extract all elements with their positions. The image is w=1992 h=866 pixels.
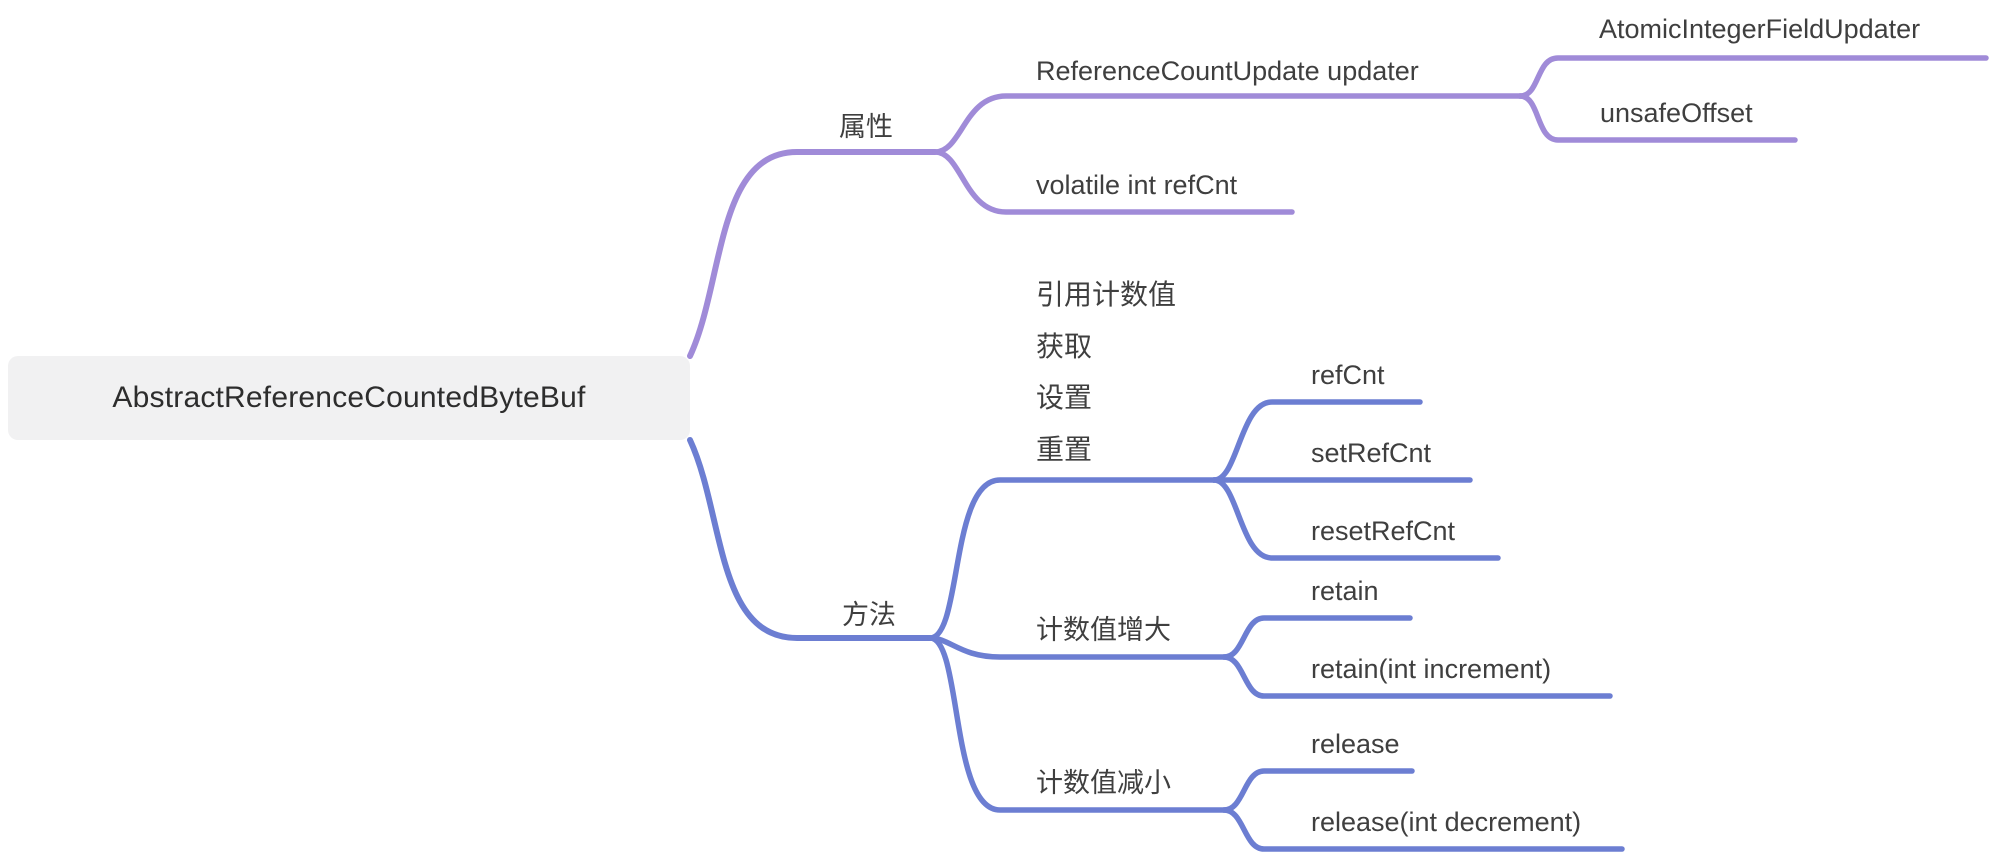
node-refcnt-ops-line-4: 重置 (1036, 433, 1093, 465)
node-refcnt-ops-line-3: 设置 (1036, 382, 1093, 413)
node-setrefcnt[interactable]: setRefCnt (1311, 438, 1432, 468)
node-refcnt[interactable]: refCnt (1311, 360, 1385, 390)
line-attributes-to-updater (932, 93, 1523, 155)
methods-branch-lines (687, 399, 1625, 852)
line-methods-to-refcnt-ops (927, 477, 1217, 641)
node-resetrefcnt[interactable]: resetRefCnt (1311, 516, 1456, 546)
node-refcnt-ops[interactable]: 引用计数值 获取 设置 重置 (1036, 278, 1176, 484)
line-decrease-to-release-decrement (1221, 807, 1625, 852)
line-root-to-attributes (687, 149, 938, 359)
node-refcnt-ops-line-1: 引用计数值 (1036, 279, 1177, 310)
node-release-decrement[interactable]: release(int decrement) (1311, 807, 1582, 837)
line-refcnt-ops-to-resetrefcnt (1211, 477, 1501, 561)
root-node[interactable]: AbstractReferenceCountedByteBuf (8, 356, 690, 440)
line-refcnt-ops-to-refcnt (1211, 399, 1423, 483)
node-unsafe-offset[interactable]: unsafeOffset (1600, 98, 1753, 128)
node-attributes[interactable]: 属性 (839, 112, 893, 142)
node-refcnt-ops-line-2: 获取 (1036, 330, 1093, 362)
line-root-to-methods (687, 437, 933, 641)
node-retain-increment[interactable]: retain(int increment) (1311, 654, 1552, 684)
line-increase-to-retain (1221, 615, 1413, 660)
line-attributes-to-volatile-refcnt (932, 149, 1295, 215)
line-increase-to-retain-increment (1221, 654, 1613, 699)
line-updater-to-atomic-integer-field-updater (1517, 55, 1989, 99)
attributes-branch-lines (687, 55, 1989, 359)
node-atomic-integer-field-updater[interactable]: AtomicIntegerFieldUpdater (1599, 14, 1921, 44)
node-volatile-int-refcnt[interactable]: volatile int refCnt (1036, 170, 1238, 200)
line-updater-to-unsafe-offset (1517, 93, 1798, 143)
node-reference-count-update-updater[interactable]: ReferenceCountUpdate updater (1036, 56, 1419, 86)
node-retain[interactable]: retain (1311, 576, 1379, 606)
node-increase[interactable]: 计数值增大 (1036, 615, 1171, 645)
line-methods-to-decrease (927, 635, 1227, 813)
node-decrease[interactable]: 计数值减小 (1036, 768, 1171, 798)
line-decrease-to-release (1221, 768, 1415, 813)
node-release[interactable]: release (1311, 729, 1400, 759)
node-methods[interactable]: 方法 (842, 600, 896, 630)
